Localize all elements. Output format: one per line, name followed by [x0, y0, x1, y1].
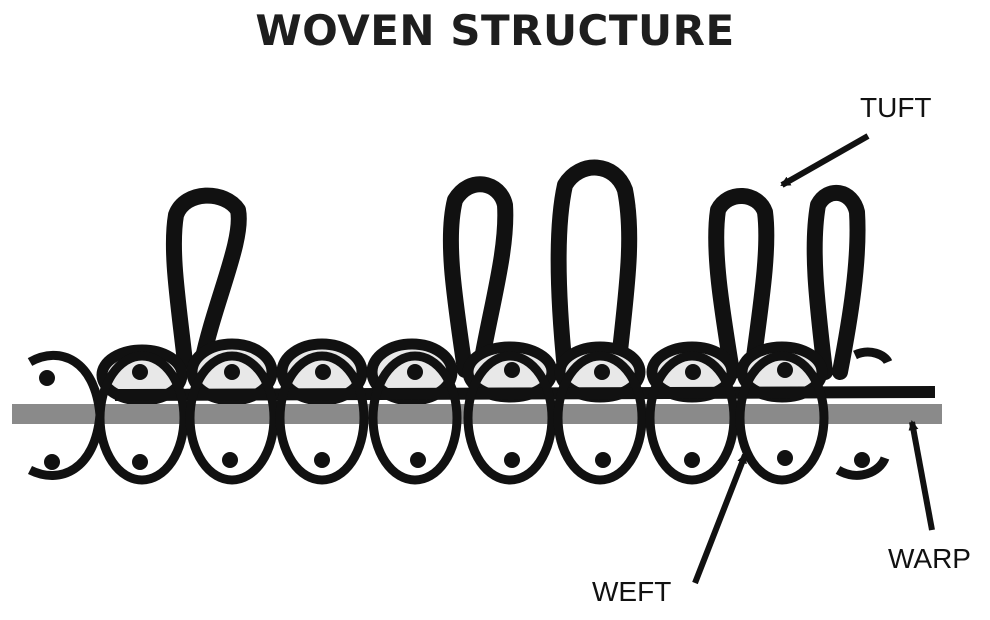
lower-weft-6	[553, 351, 647, 485]
right-edge-loop	[835, 455, 890, 480]
weft-dot	[594, 364, 610, 380]
tuft-arrow	[780, 133, 870, 188]
weft-dot	[777, 450, 793, 466]
warp-label: WARP	[888, 543, 971, 574]
lower-weft-2	[185, 351, 279, 485]
weft-dot	[314, 452, 330, 468]
diagram-title: WOVEN STRUCTURE	[255, 6, 735, 55]
lower-weft-7	[645, 351, 739, 485]
pointer-arrows	[692, 133, 935, 585]
tuft-loop-2	[442, 176, 514, 378]
weft-dot	[132, 364, 148, 380]
lower-weft-loops	[95, 351, 829, 485]
weft-dot	[315, 364, 331, 380]
weft-dot	[777, 362, 793, 378]
weft-yarn-dots	[39, 362, 870, 470]
tuft-loop-3	[550, 159, 638, 378]
lower-weft-3	[275, 351, 369, 485]
weft-dot	[224, 364, 240, 380]
weft-dot	[504, 452, 520, 468]
lower-weft-4	[368, 351, 462, 485]
edge-loops	[27, 347, 893, 480]
warp-bar	[12, 404, 942, 424]
weft-dot	[39, 370, 55, 386]
weft-dot	[132, 454, 148, 470]
weft-arrow	[692, 453, 748, 585]
weft-dot	[44, 454, 60, 470]
weft-label: WEFT	[592, 576, 672, 607]
weft-dot	[685, 364, 701, 380]
tuft-loop-4	[708, 188, 775, 380]
weft-dot	[222, 452, 238, 468]
right-edge-top	[853, 347, 893, 365]
tuft-loop-5	[806, 184, 866, 380]
weft-dot	[407, 364, 423, 380]
tuft-label: TUFT	[860, 92, 932, 123]
lower-weft-5	[463, 351, 557, 485]
tuft-loop-1	[165, 187, 247, 370]
weft-dot	[854, 452, 870, 468]
left-edge-loop	[27, 350, 105, 480]
warp-arrow	[908, 420, 935, 531]
weft-dot	[684, 452, 700, 468]
backing-line	[114, 386, 936, 401]
weft-dot	[504, 362, 520, 378]
lower-weft-8	[735, 351, 829, 485]
weft-dot	[410, 452, 426, 468]
tuft-loops	[165, 159, 866, 380]
weft-dot	[595, 452, 611, 468]
